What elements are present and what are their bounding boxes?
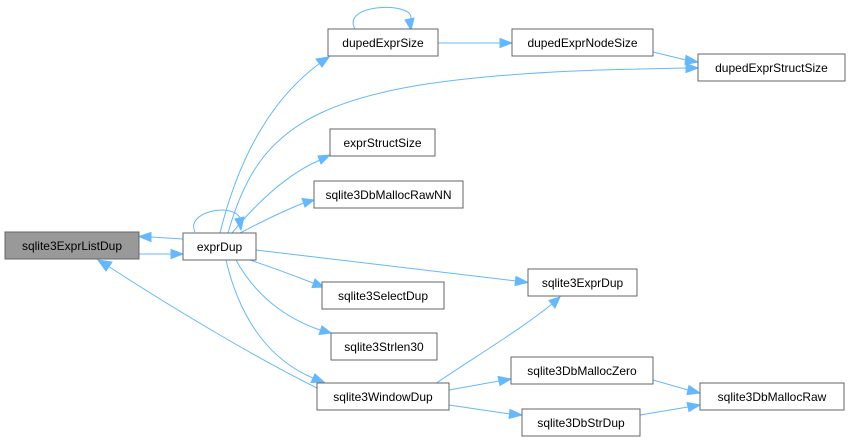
edge-dupedexprsize-self	[352, 7, 415, 32]
node-label: exprDup	[197, 240, 243, 254]
edge-windowdup-to-listdup	[96, 259, 318, 389]
node-dupedexprnodesize[interactable]: dupedExprNodeSize	[511, 28, 654, 57]
node-sqlite3selectdup[interactable]: sqlite3SelectDup	[321, 281, 445, 310]
edge-exprdup-to-dupedexprstructsize	[227, 62, 700, 234]
node-exprdup[interactable]: exprDup	[182, 232, 257, 261]
node-label: sqlite3ExprListDup	[22, 239, 122, 253]
node-label: sqlite3SelectDup	[338, 289, 428, 303]
node-sqlite3strlen30[interactable]: sqlite3Strlen30	[330, 332, 438, 361]
edge-windowdup-to-malloczero	[448, 375, 513, 391]
edge-dupedexprsize-to-dupedexprnodesize	[438, 37, 514, 49]
node-sqlite3dbmallocraw[interactable]: sqlite3DbMallocRaw	[699, 382, 845, 411]
node-sqlite3dbmalloczero[interactable]: sqlite3DbMallocZero	[510, 356, 654, 385]
node-dupedexprsize[interactable]: dupedExprSize	[327, 28, 439, 57]
node-label: sqlite3DbMallocRaw	[718, 390, 827, 404]
edge-dupedexprnodesize-to-dupedexprstructsize	[652, 51, 700, 66]
edge-exprdup-to-selectdup	[249, 259, 326, 289]
node-sqlite3dbmallocrawnn[interactable]: sqlite3DbMallocRawNN	[313, 180, 464, 209]
node-sqlite3exprdup[interactable]: sqlite3ExprDup	[527, 268, 638, 297]
nodes: sqlite3ExprListDup exprDup dupedExprSize…	[4, 28, 846, 437]
node-label: dupedExprSize	[342, 36, 424, 50]
edge-windowdup-to-sqlite3exprdup	[434, 296, 561, 385]
node-label: dupedExprStructSize	[715, 61, 828, 75]
node-dupedexprstructsize[interactable]: dupedExprStructSize	[697, 53, 846, 82]
edge-exprdup-to-windowdup	[225, 259, 326, 384]
edge-exprdup-to-sqlite3exprdup	[255, 249, 530, 287]
node-label: dupedExprNodeSize	[527, 36, 637, 50]
edge-strdup-to-mallocraw	[639, 401, 702, 416]
node-sqlite3windowdup[interactable]: sqlite3WindowDup	[316, 382, 450, 411]
edge-windowdup-to-strdup	[448, 404, 524, 420]
edges	[96, 7, 702, 420]
node-label: sqlite3DbMallocRawNN	[325, 188, 451, 202]
edge-exprdup-to-dupedexprsize	[219, 56, 331, 234]
edge-exprdup-to-mallocrawnn	[239, 197, 316, 234]
edge-malloczero-to-mallocraw	[652, 379, 702, 396]
node-exprstructsize[interactable]: exprStructSize	[329, 128, 436, 157]
node-label: sqlite3DbMallocZero	[527, 364, 637, 378]
node-label: sqlite3WindowDup	[333, 390, 433, 404]
node-label: sqlite3DbStrDup	[537, 416, 625, 430]
node-label: exprStructSize	[343, 136, 421, 150]
edge-listdup-to-exprdup	[139, 248, 185, 260]
edge-exprdup-self	[193, 209, 245, 233]
node-label: sqlite3ExprDup	[542, 276, 624, 290]
edge-exprdup-to-exprstructsize	[231, 154, 332, 234]
edge-exprdup-to-listdup	[137, 231, 184, 243]
edge-exprdup-to-strlen30	[235, 259, 333, 336]
node-label: sqlite3Strlen30	[344, 340, 424, 354]
node-sqlite3dbstrdup[interactable]: sqlite3DbStrDup	[521, 408, 641, 437]
node-sqlite3exprlistdup[interactable]: sqlite3ExprListDup	[4, 231, 140, 260]
